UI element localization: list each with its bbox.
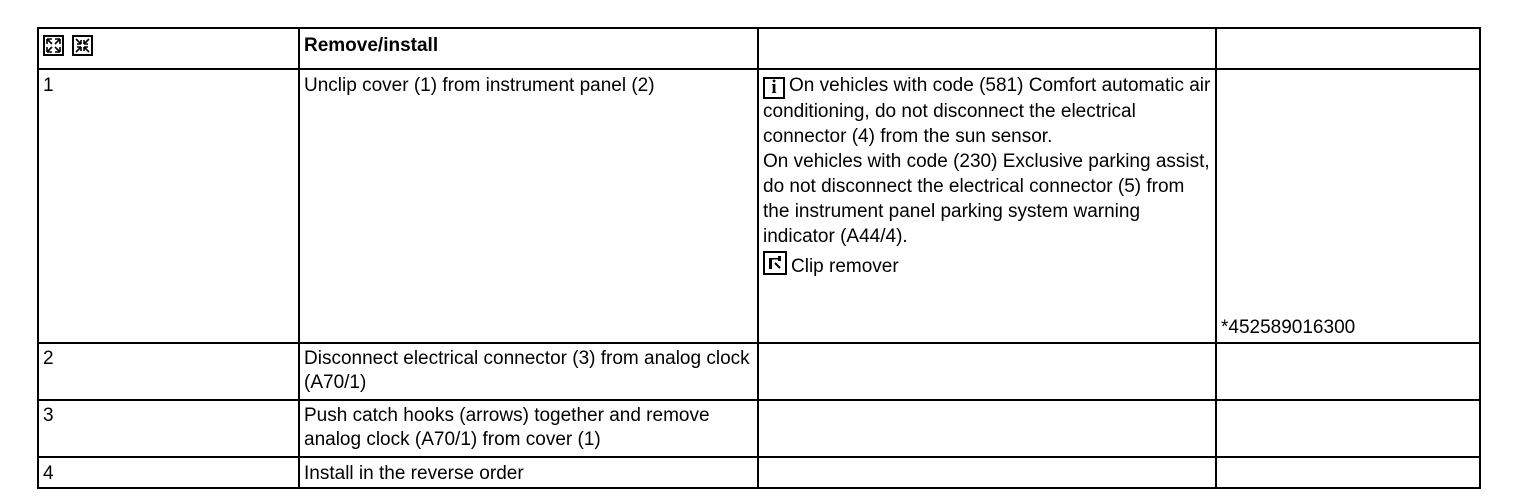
note-text: On vehicles with code (230) Exclusive pa…: [763, 151, 1210, 247]
table-header-row: Remove/install: [37, 27, 1481, 70]
table-row: 4 Install in the reverse order: [37, 456, 1481, 489]
part-number[interactable]: *452589016300: [1221, 317, 1356, 338]
empty-cell: [1215, 342, 1481, 401]
empty-cell: [1215, 456, 1481, 489]
table-row: 2 Disconnect electrical connector (3) fr…: [37, 342, 1481, 401]
table-row: 1 Unclip cover (1) from instrument panel…: [37, 68, 1481, 344]
note-text: On vehicles with code (581) Comfort auto…: [763, 75, 1211, 147]
empty-cell: [757, 399, 1217, 458]
header-title: Remove/install: [298, 27, 759, 70]
step-number: 1: [37, 68, 300, 344]
table-row: 3 Push catch hooks (arrows) together and…: [37, 399, 1481, 458]
procedure-table: Remove/install 1 Unclip cover (1) from i…: [37, 27, 1481, 489]
header-empty-cell: [757, 27, 1217, 70]
expand-icon[interactable]: [43, 35, 64, 56]
empty-cell: [1215, 399, 1481, 458]
step-number: 3: [37, 399, 300, 458]
step-action: Disconnect electrical connector (3) from…: [298, 342, 759, 401]
tool-line: Clip remover: [763, 251, 1211, 279]
info-icon: i: [763, 77, 785, 99]
collapse-icon[interactable]: [72, 35, 93, 56]
empty-cell: [757, 342, 1217, 401]
step-number: 2: [37, 342, 300, 401]
header-icons-cell: [37, 27, 300, 70]
tool-name: Clip remover: [791, 256, 899, 277]
empty-cell: [757, 456, 1217, 489]
tool-icon: [763, 251, 787, 275]
step-action: Unclip cover (1) from instrument panel (…: [298, 68, 759, 344]
step-number: 4: [37, 456, 300, 489]
step-action: Push catch hooks (arrows) together and r…: [298, 399, 759, 458]
step-action: Install in the reverse order: [298, 456, 759, 489]
header-empty-cell: [1215, 27, 1481, 70]
part-number-cell: *452589016300: [1215, 68, 1481, 344]
